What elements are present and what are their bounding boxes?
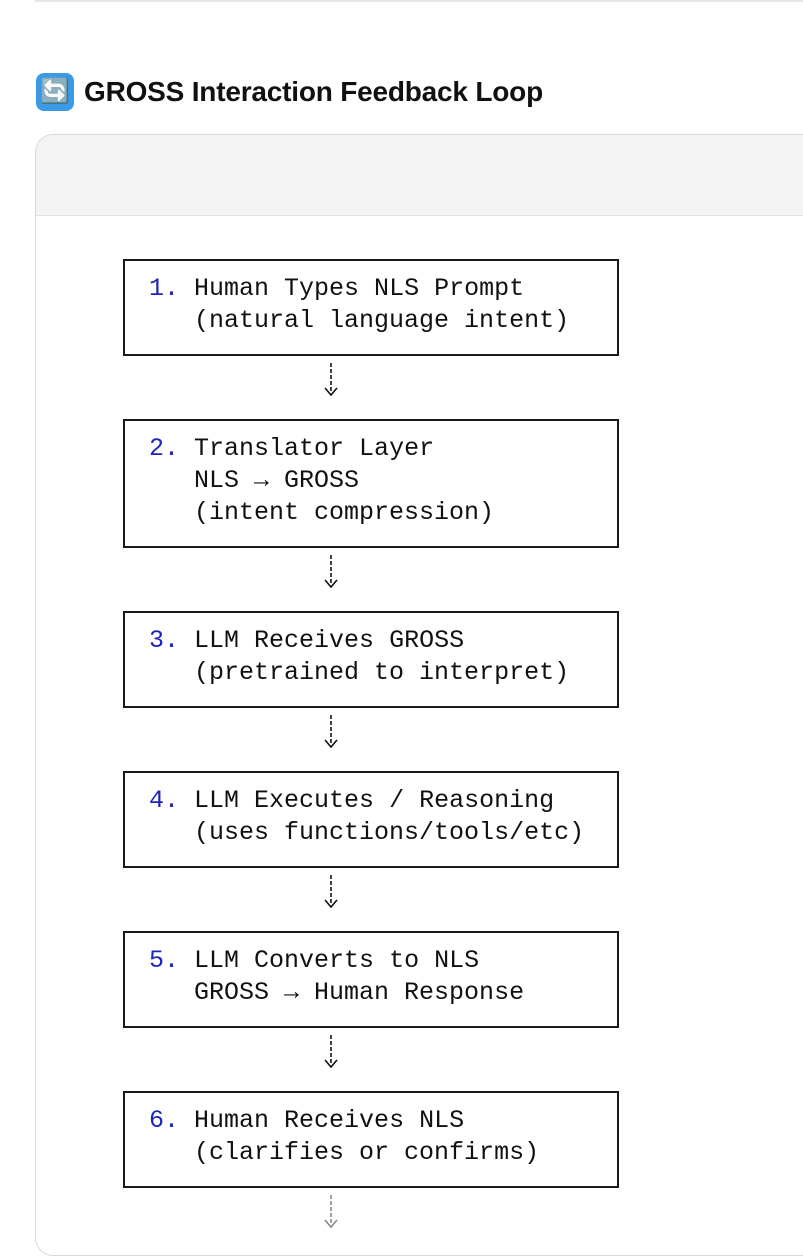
top-divider: [35, 0, 803, 2]
step-box-3: 3. LLM Receives GROSS (pretrained to int…: [123, 611, 619, 708]
step-number: 4.: [149, 786, 180, 815]
step-box-1: 1. Human Types NLS Prompt (natural langu…: [123, 259, 619, 356]
step-number: 5.: [149, 946, 180, 975]
section-title: GROSS Interaction Feedback Loop: [84, 76, 543, 107]
step-number: 6.: [149, 1106, 180, 1135]
down-arrow-icon: [316, 362, 346, 398]
down-arrow-icon: [316, 874, 346, 910]
step-number: 1.: [149, 274, 180, 303]
step-text: Human Types NLS Prompt: [194, 274, 525, 303]
down-arrow-icon: [316, 1194, 346, 1230]
code-block-header: [36, 135, 803, 216]
step-text: NLS → GROSS: [194, 466, 360, 495]
step-text: (uses functions/tools/etc): [194, 818, 585, 847]
step-text: (intent compression): [194, 498, 495, 527]
step-box-5: 5. LLM Converts to NLS GROSS → Human Res…: [123, 931, 619, 1028]
step-box-4: 4. LLM Executes / Reasoning (uses functi…: [123, 771, 619, 868]
down-arrow-icon: [316, 1034, 346, 1070]
step-text: (pretrained to interpret): [194, 658, 570, 687]
step-box-6: 6. Human Receives NLS (clarifies or conf…: [123, 1091, 619, 1188]
down-arrow-icon: [316, 554, 346, 590]
step-text: (clarifies or confirms): [194, 1138, 540, 1167]
step-text: (natural language intent): [194, 306, 570, 335]
counterclockwise-arrows-icon: 🔄: [36, 73, 74, 111]
down-arrow-icon: [316, 714, 346, 750]
step-box-2: 2. Translator Layer NLS → GROSS (intent …: [123, 419, 619, 548]
code-block: 1. Human Types NLS Prompt (natural langu…: [35, 134, 803, 1256]
section-heading: 🔄 GROSS Interaction Feedback Loop: [36, 72, 543, 112]
step-number: 2.: [149, 434, 180, 463]
step-text: Human Receives NLS: [194, 1106, 465, 1135]
step-text: LLM Converts to NLS: [194, 946, 480, 975]
step-number: 3.: [149, 626, 180, 655]
step-text: LLM Receives GROSS: [194, 626, 465, 655]
step-text: GROSS → Human Response: [194, 978, 525, 1007]
step-text: Translator Layer: [194, 434, 435, 463]
step-text: LLM Executes / Reasoning: [194, 786, 555, 815]
